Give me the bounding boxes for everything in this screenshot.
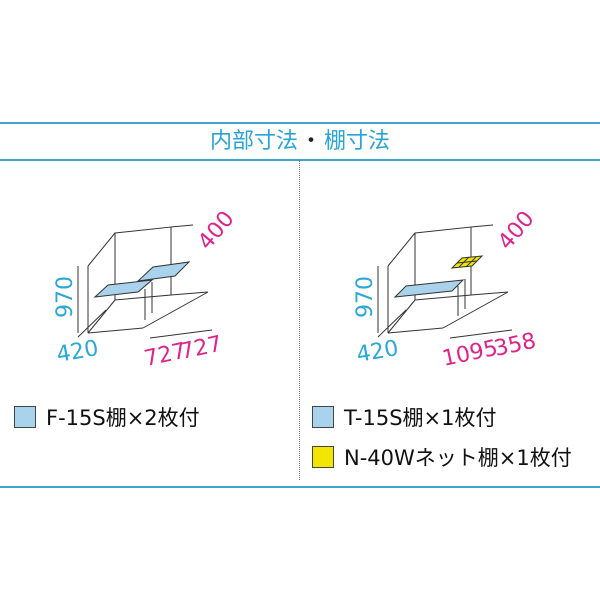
- title-separator: ・: [299, 129, 322, 154]
- legend-left-shelf: F-15S棚×2枚付: [14, 402, 200, 432]
- left-floor-diag: [142, 291, 209, 329]
- left-edge-floor: [87, 299, 116, 334]
- right-dim-line-width: [449, 329, 513, 339]
- left-drawing: [77, 224, 213, 339]
- dimension-drawings: 970 420 400 727 727 970 420 400 1095 358: [53, 207, 540, 372]
- legend-right-net-shelf: N-40Wネット棚×1枚付: [312, 442, 572, 472]
- left-edge-top: [87, 232, 116, 267]
- legend-right-net-shelf-label: N-40Wネット棚×1枚付: [344, 446, 572, 470]
- right-dim-depth: 420: [355, 336, 401, 368]
- right-dim-width-2: 358: [492, 329, 538, 362]
- net-shelf-swatch: [312, 446, 334, 468]
- right-back-top-ext: [470, 224, 494, 228]
- right-shelf-t15s: [393, 279, 465, 298]
- legend-right-shelf: T-15S棚×1枚付: [312, 402, 497, 432]
- shelf-swatch: [14, 406, 36, 428]
- right-floor-diag: [442, 291, 509, 329]
- right-floor-front: [387, 327, 444, 334]
- left-dim-depth: 420: [55, 336, 101, 368]
- right-drawing: [377, 224, 513, 339]
- shelf-swatch: [312, 406, 334, 428]
- left-dim-line-width: [149, 329, 213, 339]
- column-divider: [299, 160, 300, 480]
- left-dim-line-depth: [77, 309, 107, 338]
- right-net-grid-3: [456, 260, 478, 264]
- section-title: 内部寸法・棚寸法: [0, 127, 600, 157]
- left-shelf-1: [93, 279, 154, 298]
- legend-right-shelf-label: T-15S棚×1枚付: [344, 406, 497, 430]
- left-dim-height: 970: [53, 276, 78, 318]
- right-dim-height: 970: [353, 276, 378, 318]
- title-rule: [0, 159, 600, 161]
- right-edge-top: [387, 232, 416, 267]
- right-edge-floor: [387, 299, 416, 334]
- left-dim-width-2: 727: [178, 332, 224, 365]
- title-interior-dimensions: 内部寸法: [209, 129, 298, 154]
- left-back-top-ext: [170, 224, 194, 228]
- left-floor-front: [87, 327, 144, 334]
- top-rule: [0, 122, 600, 124]
- bottom-rule: [0, 486, 600, 488]
- left-floor-right: [170, 291, 209, 296]
- right-floor-right: [470, 291, 509, 296]
- right-dim-width-1: 1095: [440, 336, 500, 372]
- left-dim-shelf-depth: 400: [193, 207, 239, 255]
- right-dim-line-depth: [377, 309, 407, 338]
- legend-left-shelf-label: F-15S棚×2枚付: [46, 406, 200, 430]
- right-dim-shelf-depth: 400: [493, 207, 539, 255]
- left-shelf-2: [136, 261, 191, 282]
- title-shelf-dimensions: 棚寸法: [324, 129, 391, 154]
